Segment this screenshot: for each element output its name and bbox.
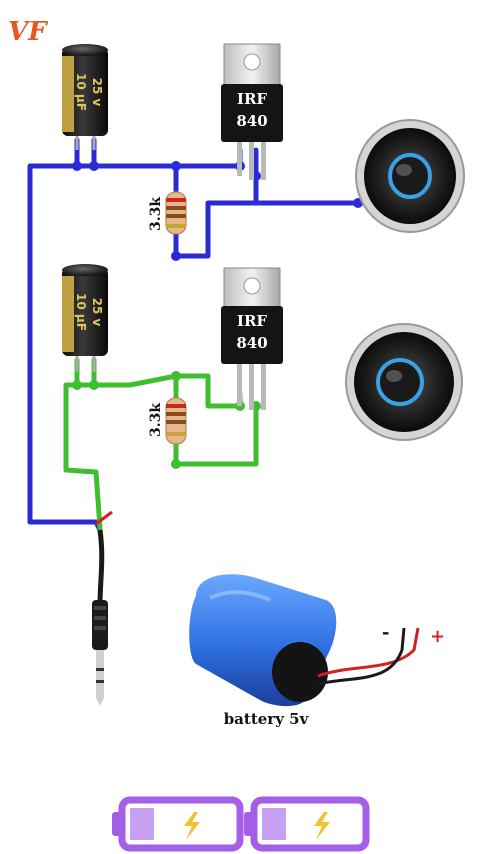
- audio-jack-icon: [92, 510, 113, 706]
- wire-green: [63, 357, 259, 531]
- svg-text:-: -: [382, 622, 389, 643]
- circuit-bottom: 25 v 10 µF IRF 840 3.3k: [62, 264, 463, 531]
- svg-text:10 µF: 10 µF: [74, 293, 88, 331]
- svg-text:VF: VF: [8, 17, 48, 47]
- resistor: 3.3k: [148, 397, 187, 445]
- svg-text:840: 840: [236, 112, 267, 130]
- svg-text:25 v: 25 v: [90, 298, 104, 327]
- resistor: 3.3k: [148, 191, 187, 235]
- svg-text:+: +: [430, 626, 445, 647]
- battery-charging-icon: [112, 796, 244, 852]
- mosfet-irf840: IRF 840: [221, 43, 283, 180]
- brand-logo: VF: [8, 17, 48, 47]
- svg-text:IRF: IRF: [237, 312, 267, 330]
- speaker-icon: [355, 119, 465, 233]
- junction-dots: [72, 161, 363, 261]
- capacitor: 25 v 10 µF: [62, 44, 108, 150]
- capacitor: 25 v 10 µF: [62, 264, 108, 372]
- battery-pack: - + battery 5v: [189, 574, 445, 728]
- svg-text:3.3k: 3.3k: [148, 403, 164, 437]
- svg-text:3.3k: 3.3k: [148, 197, 164, 231]
- svg-text:25 v: 25 v: [90, 78, 104, 107]
- wire-green-return: [173, 403, 259, 467]
- circuit-top: 25 v 10 µF IRF 840 3.3k: [27, 43, 465, 533]
- speaker-icon: [345, 323, 463, 441]
- wire-blue-main: [27, 163, 243, 525]
- battery-charging-icon: [244, 796, 370, 852]
- svg-text:840: 840: [236, 334, 267, 352]
- wire-green-main: [63, 373, 243, 531]
- wire-to-speaker: [173, 200, 361, 259]
- battery-label: battery 5v: [224, 710, 310, 728]
- svg-text:IRF: IRF: [237, 90, 267, 108]
- svg-text:10 µF: 10 µF: [74, 73, 88, 111]
- mosfet-irf840: IRF 840: [221, 267, 283, 410]
- wire-to-jack: [27, 519, 103, 533]
